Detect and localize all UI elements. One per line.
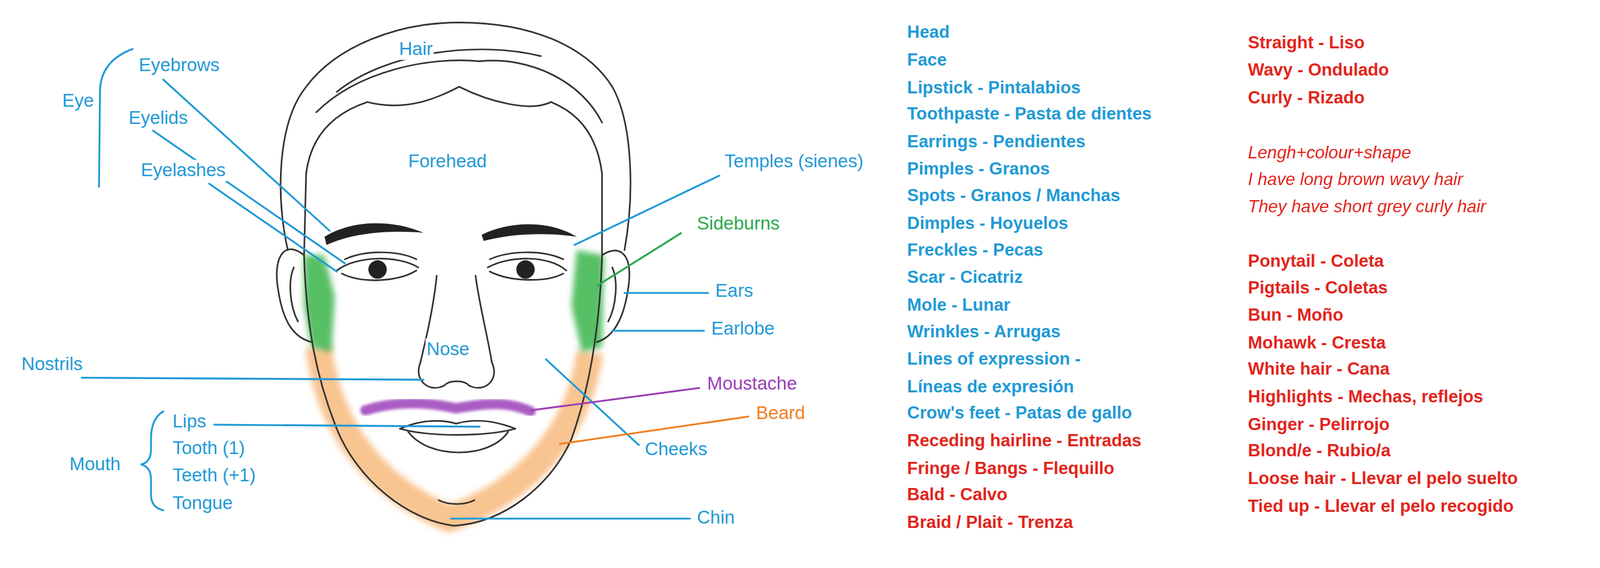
vocabulary-entry: Mole - Lunar: [906, 295, 1012, 315]
part-label: Beard: [755, 402, 807, 424]
vocabulary-entry: Earrings - Pendientes: [906, 131, 1087, 152]
part-label: Chin: [696, 506, 737, 528]
part-label: Tooth (1): [171, 437, 247, 459]
vocabulary-entry: Tied up - Llevar el pelo recogido: [1246, 496, 1515, 517]
vocabulary-entry: Braid / Plait - Trenza: [906, 512, 1074, 533]
vocabulary-entry: Lines of expression -: [906, 349, 1082, 370]
vocabulary-entry: I have long brown wavy hair: [1246, 169, 1464, 190]
part-label: Nose: [425, 338, 471, 360]
vocabulary-entry: Highlights - Mechas, reflejos: [1246, 387, 1484, 408]
part-label: Cheeks: [643, 438, 709, 460]
part-label: Teeth (+1): [171, 465, 257, 487]
part-label: Forehead: [407, 150, 488, 172]
leader-lines: [81, 48, 720, 519]
vocabulary-entry: Straight - Liso: [1246, 32, 1366, 53]
vocabulary-entry: Toothpaste - Pasta de dientes: [906, 104, 1153, 125]
part-label: Tongue: [171, 492, 234, 514]
vocabulary-entry: Pigtails - Coletas: [1246, 277, 1389, 298]
vocabulary-entry: Head: [906, 22, 951, 43]
part-label: Eyelids: [127, 107, 189, 129]
vocabulary-entry: Lipstick - Pintalabios: [906, 77, 1082, 98]
vocabulary-entry: Spots - Granos / Manchas: [906, 186, 1122, 207]
vocabulary-entry: Wavy - Ondulado: [1246, 60, 1390, 81]
vocabulary-entry: Ponytail - Coleta: [1246, 251, 1385, 272]
sideburns-leader: [596, 232, 682, 287]
vocabulary-entry: Lengh+colour+shape: [1246, 143, 1412, 164]
part-label: Lips: [171, 411, 208, 433]
vocabulary-entry: Scar - Cicatriz: [906, 267, 1024, 288]
vocabulary-entry: Freckles - Pecas: [906, 240, 1044, 260]
part-label: Temples (sienes): [723, 150, 865, 172]
vocabulary-entry: They have short grey curly hair: [1246, 197, 1487, 218]
beard-region: [318, 346, 590, 519]
face-sketch: [276, 22, 631, 526]
vocabulary-entry: Mohawk - Cresta: [1246, 332, 1387, 353]
part-label: Nostrils: [20, 353, 84, 375]
vocabulary-entry: Bald - Calvo: [906, 485, 1009, 505]
vocabulary-entry: Loose hair - Llevar el pelo suelto: [1246, 468, 1519, 489]
vocabulary-entry: Receding hairline - Entradas: [906, 431, 1143, 452]
vocabulary-entry: Líneas de expresión: [906, 376, 1075, 397]
part-label: Mouth: [68, 453, 122, 475]
sideburn-regions: [303, 250, 604, 353]
moustache-leader: [530, 387, 700, 410]
vocabulary-entry: Curly - Rizado: [1246, 87, 1366, 108]
moustache-region: [365, 403, 532, 412]
vocabulary-entry: Dimples - Hoyuelos: [906, 213, 1069, 234]
part-label: Earlobe: [710, 317, 776, 339]
eyes-and-brows: [324, 223, 577, 279]
vocabulary-entry: White hair - Cana: [1246, 359, 1391, 380]
part-label: Hair: [397, 38, 434, 60]
part-label: Eyebrows: [137, 55, 221, 77]
vocabulary-entry: Blond/e - Rubio/a: [1246, 441, 1392, 462]
part-label: Eyelashes: [140, 160, 227, 182]
part-label: Ears: [714, 280, 755, 302]
part-label: Eye: [61, 90, 95, 112]
vocabulary-entry: Bun - Moño: [1246, 305, 1344, 326]
vocabulary-entry: Fringe / Bangs - Flequillo: [906, 458, 1116, 479]
vocabulary-entry: Crow's feet - Patas de gallo: [906, 403, 1133, 424]
part-label: Moustache: [706, 373, 798, 395]
vocabulary-entry: Wrinkles - Arrugas: [906, 321, 1062, 342]
part-label: Sideburns: [696, 212, 782, 234]
vocabulary-entry: Pimples - Granos: [906, 159, 1052, 180]
vocabulary-entry: Ginger - Pelirrojo: [1246, 414, 1391, 435]
vocabulary-entry: Face: [906, 50, 948, 70]
